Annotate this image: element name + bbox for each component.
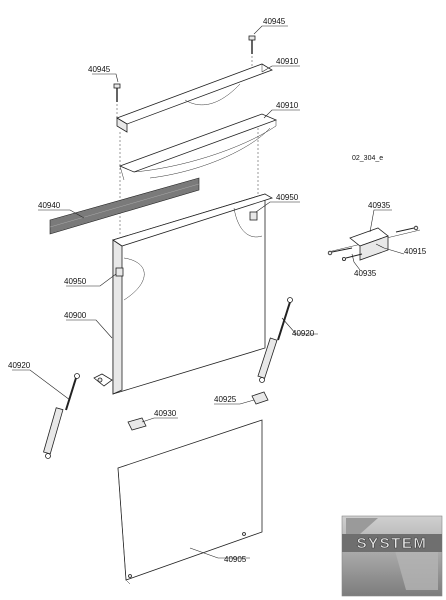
label-40945-top: 40945	[263, 17, 286, 26]
bracket-lower	[118, 113, 278, 181]
label-40920-right: 40920	[292, 329, 315, 338]
label-40920-left: 40920	[8, 361, 31, 370]
label-40910-top: 40910	[276, 57, 299, 66]
label-40900: 40900	[64, 311, 87, 320]
label-40925: 40925	[214, 395, 237, 404]
door-panel	[112, 193, 273, 395]
label-40905: 40905	[224, 555, 247, 564]
bracket-upper	[116, 63, 273, 133]
gas-spring-left	[43, 373, 80, 459]
label-40935-bottom: 40935	[354, 269, 377, 278]
logo-wordmark: SYSTEM	[357, 535, 428, 552]
screw-left	[113, 83, 121, 118]
catch-40930	[127, 417, 147, 431]
label-40940: 40940	[38, 201, 61, 210]
label-40915: 40915	[404, 247, 427, 256]
label-40910-mid: 40910	[276, 101, 299, 110]
leader-lines	[12, 25, 405, 559]
label-40935-top: 40935	[368, 201, 391, 210]
label-40945-left: 40945	[88, 65, 111, 74]
outer-panel	[117, 419, 263, 585]
label-40950-right: 40950	[276, 193, 299, 202]
system-logo: SYSTEM	[341, 515, 443, 597]
catch-40925	[251, 391, 269, 405]
screw-top	[248, 35, 256, 70]
door-hinge	[93, 373, 113, 387]
sheet-code: 02_304_e	[352, 155, 383, 162]
hinge-assembly-right	[327, 225, 421, 261]
gasket-strip	[49, 177, 200, 235]
label-40950-left: 40950	[64, 277, 87, 286]
gas-spring-right	[257, 297, 293, 383]
part-labels: 40945 40945 40910 40910 40940 40950 4095…	[8, 17, 427, 564]
label-40930: 40930	[154, 409, 177, 418]
